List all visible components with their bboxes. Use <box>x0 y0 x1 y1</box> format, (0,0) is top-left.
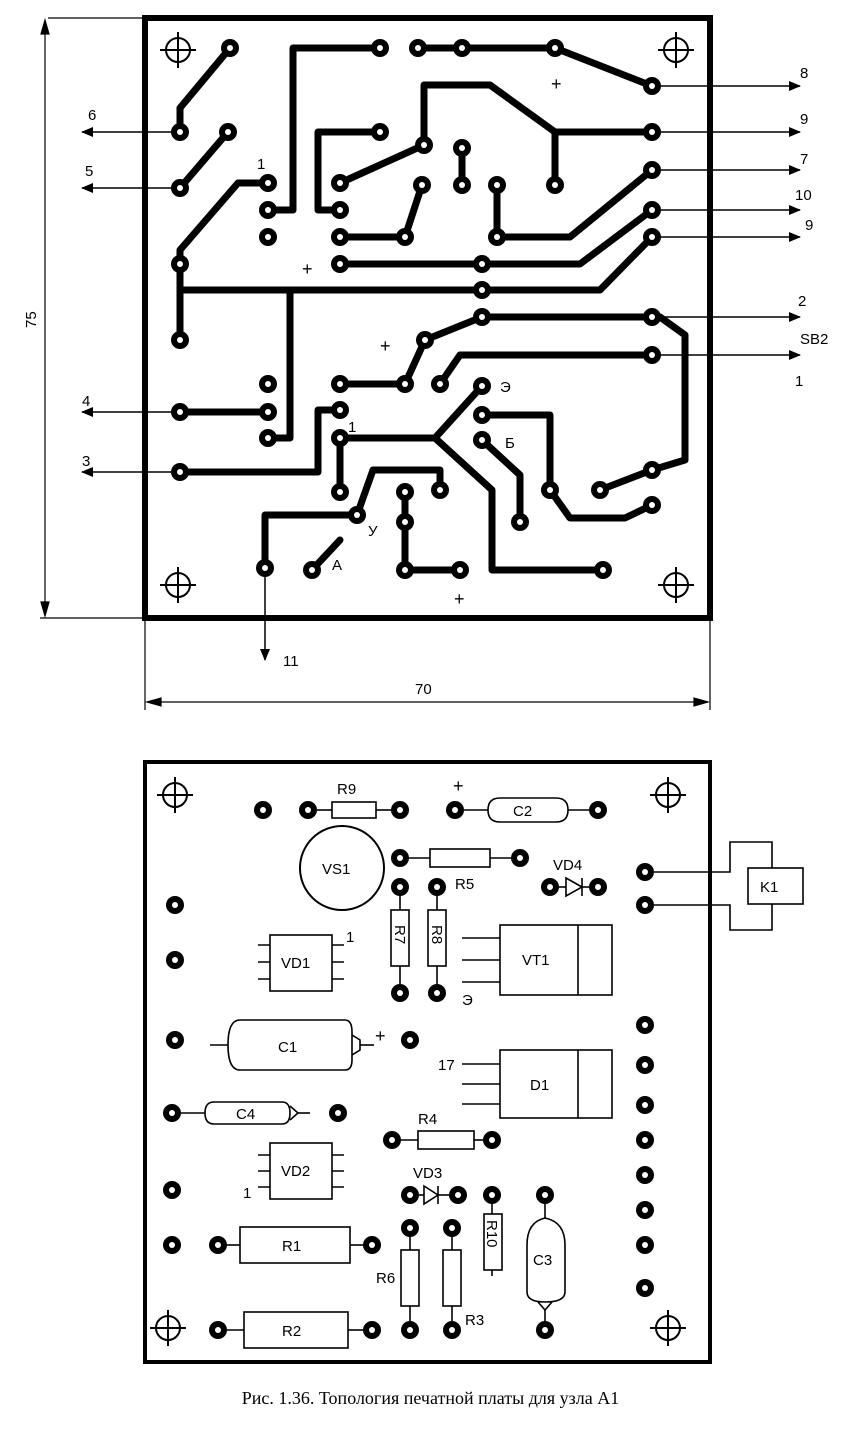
vt1-label: VT1 <box>522 952 550 969</box>
r8-label: R8 <box>428 925 445 944</box>
vt1-emitter-mark: Э <box>462 992 473 1009</box>
vd1-pin1-mark: 1 <box>346 929 354 946</box>
vd4-label: VD4 <box>553 857 582 874</box>
pin-8-label: 8 <box>800 65 808 82</box>
c1-plus-mark: + <box>375 1026 386 1046</box>
pin-4-label: 4 <box>82 393 90 410</box>
c4-label: C4 <box>236 1106 255 1123</box>
vd2-pin1-mark: 1 <box>243 1185 251 1202</box>
pin-11-label: 11 <box>283 653 299 670</box>
pin-9b-label: 9 <box>805 217 813 234</box>
c2-label: C2 <box>513 803 532 820</box>
pin1-mark-a: 1 <box>257 156 265 173</box>
r4-label: R4 <box>418 1111 437 1128</box>
base-mark: Б <box>505 435 515 452</box>
connector-arrows <box>81 81 801 661</box>
r6-label: R6 <box>376 1270 395 1287</box>
vd3-label: VD3 <box>413 1165 442 1182</box>
vs1-label: VS1 <box>322 861 350 878</box>
dimension-lines <box>40 17 711 710</box>
pin-1-label: 1 <box>795 373 803 390</box>
vd1-label: VD1 <box>281 955 310 972</box>
pin-6-label: 6 <box>88 107 96 124</box>
bottom-labels: R9 + C2 VS1 R5 VD4 K1 VD1 1 R7 R8 VT1 Э … <box>236 776 778 1340</box>
pin1-mark-b: 1 <box>348 419 356 436</box>
r2-label: R2 <box>282 1323 301 1340</box>
pin-5-label: 5 <box>85 163 93 180</box>
vd2-label: VD2 <box>281 1163 310 1180</box>
a-mark: А <box>332 557 342 574</box>
plus-mark-d: + <box>454 589 465 609</box>
r10-label: R10 <box>483 1220 500 1248</box>
bottom-pad-holes <box>169 807 648 1333</box>
plus-mark-b: + <box>302 259 313 279</box>
r7-label: R7 <box>391 925 408 944</box>
bottom-pads <box>163 801 654 1339</box>
u-mark: У <box>368 523 378 540</box>
plus-mark-a: + <box>551 74 562 94</box>
c3-label: C3 <box>533 1252 552 1269</box>
top-board: 6 5 4 3 8 9 7 10 9 2 SB2 1 11 1 1 + + + … <box>23 15 828 710</box>
dim-width-label: 70 <box>415 681 432 698</box>
r3-label: R3 <box>465 1312 484 1329</box>
plus-mark-c: + <box>380 336 391 356</box>
bottom-board: R9 + C2 VS1 R5 VD4 K1 VD1 1 R7 R8 VT1 Э … <box>143 760 804 1364</box>
r1-label: R1 <box>282 1238 301 1255</box>
pin-10-label: 10 <box>795 187 812 204</box>
mount-holes-bottom <box>150 777 686 1346</box>
figure-caption: Рис. 1.36. Топология печатной платы для … <box>241 1388 620 1408</box>
emitter-mark: Э <box>500 379 511 396</box>
pin-9-label: 9 <box>800 111 808 128</box>
d1-pin17-mark: 17 <box>438 1057 455 1074</box>
sb2-label: SB2 <box>800 331 828 348</box>
d1-label: D1 <box>530 1077 549 1094</box>
dim-height-label: 75 <box>23 311 40 328</box>
pads <box>171 39 661 579</box>
plus-top-mark: + <box>453 776 464 796</box>
mount-holes <box>160 32 694 603</box>
pin-3-label: 3 <box>82 453 90 470</box>
r5-label: R5 <box>455 876 474 893</box>
c1-label: C1 <box>278 1039 297 1056</box>
components <box>181 797 804 1349</box>
pad-holes <box>177 45 655 573</box>
pin-7-label: 7 <box>800 151 808 168</box>
top-labels: 6 5 4 3 8 9 7 10 9 2 SB2 1 11 1 1 + + + … <box>23 65 828 698</box>
r9-label: R9 <box>337 781 356 798</box>
k1-label: K1 <box>760 879 778 896</box>
pin-2-label: 2 <box>798 293 806 310</box>
